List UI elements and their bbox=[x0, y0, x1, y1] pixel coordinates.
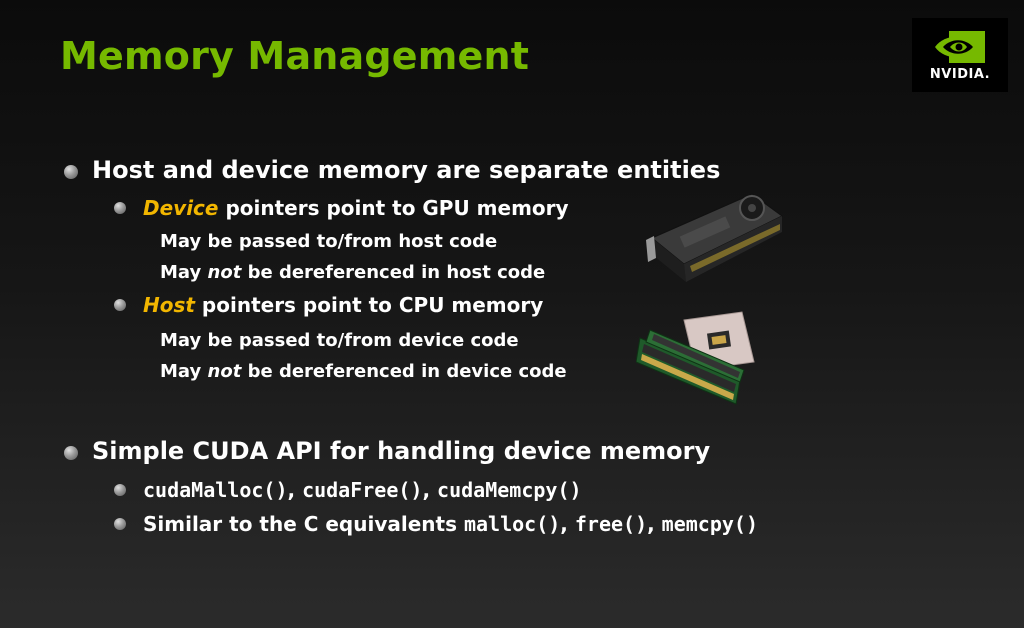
separator: , bbox=[422, 478, 438, 502]
bullet-text: pointers point to GPU memory bbox=[218, 196, 569, 220]
bullet-text: be dereferenced in device code bbox=[241, 361, 567, 382]
bullet-dot bbox=[114, 518, 126, 530]
sub-device-not-dereferenced: May not be dereferenced in host code bbox=[160, 262, 545, 283]
keyword-host: Host bbox=[143, 293, 195, 317]
bullet-cuda-api: Simple CUDA API for handling device memo… bbox=[92, 437, 710, 465]
bullet-dot bbox=[64, 165, 78, 179]
sub-host-passed: May be passed to/from device code bbox=[160, 330, 519, 351]
bullet-host-device-separate: Host and device memory are separate enti… bbox=[92, 156, 720, 184]
graphics-card-icon bbox=[646, 193, 783, 282]
sub-device-passed: May be passed to/from host code bbox=[160, 231, 497, 252]
bullet-dot bbox=[114, 202, 126, 214]
code-cudafree: cudaFree() bbox=[302, 478, 423, 502]
bullet-text: May be passed to/from host code bbox=[160, 231, 498, 252]
separator: , bbox=[647, 512, 662, 536]
bullet-text: Similar to the C equivalents bbox=[143, 512, 464, 536]
bullet-cuda-functions: cudaMalloc(), cudaFree(), cudaMemcpy() bbox=[143, 478, 582, 502]
separator: , bbox=[287, 478, 303, 502]
slide-title: Memory Management bbox=[60, 34, 530, 78]
logo-wordmark: NVIDIA. bbox=[929, 66, 991, 82]
code-malloc: malloc() bbox=[463, 512, 561, 536]
bullet-text: Host and device memory are separate enti… bbox=[92, 156, 721, 184]
bullet-text: be dereferenced in host code bbox=[241, 262, 546, 283]
code-free: free() bbox=[574, 512, 648, 536]
code-cudamalloc: cudaMalloc() bbox=[143, 478, 288, 502]
bullet-text: May bbox=[160, 361, 208, 382]
emphasis-not: not bbox=[207, 262, 242, 283]
bullet-text: Simple CUDA API for handling device memo… bbox=[92, 437, 711, 465]
bullet-dot bbox=[114, 484, 126, 496]
code-memcpy: memcpy() bbox=[661, 512, 758, 536]
code-cudamemcpy: cudaMemcpy() bbox=[437, 478, 582, 502]
bullet-host-pointers: Host pointers point to CPU memory bbox=[143, 293, 543, 317]
bullet-text: May be passed to/from device code bbox=[160, 330, 519, 351]
bullet-dot bbox=[64, 446, 78, 460]
keyword-device: Device bbox=[143, 196, 219, 220]
nvidia-eye-icon bbox=[935, 30, 985, 63]
emphasis-not: not bbox=[207, 361, 242, 382]
nvidia-logo: NVIDIA. bbox=[912, 18, 1008, 92]
bullet-c-equivalents: Similar to the C equivalents malloc(), f… bbox=[143, 512, 758, 536]
bullet-text: pointers point to CPU memory bbox=[194, 293, 544, 317]
bullet-text: May bbox=[160, 262, 208, 283]
sub-host-not-dereferenced: May not be dereferenced in device code bbox=[160, 361, 567, 382]
bullet-device-pointers: Device pointers point to GPU memory bbox=[143, 196, 569, 220]
bullet-dot bbox=[114, 299, 126, 311]
separator: , bbox=[560, 512, 575, 536]
cpu-and-ram-icon bbox=[636, 311, 755, 405]
